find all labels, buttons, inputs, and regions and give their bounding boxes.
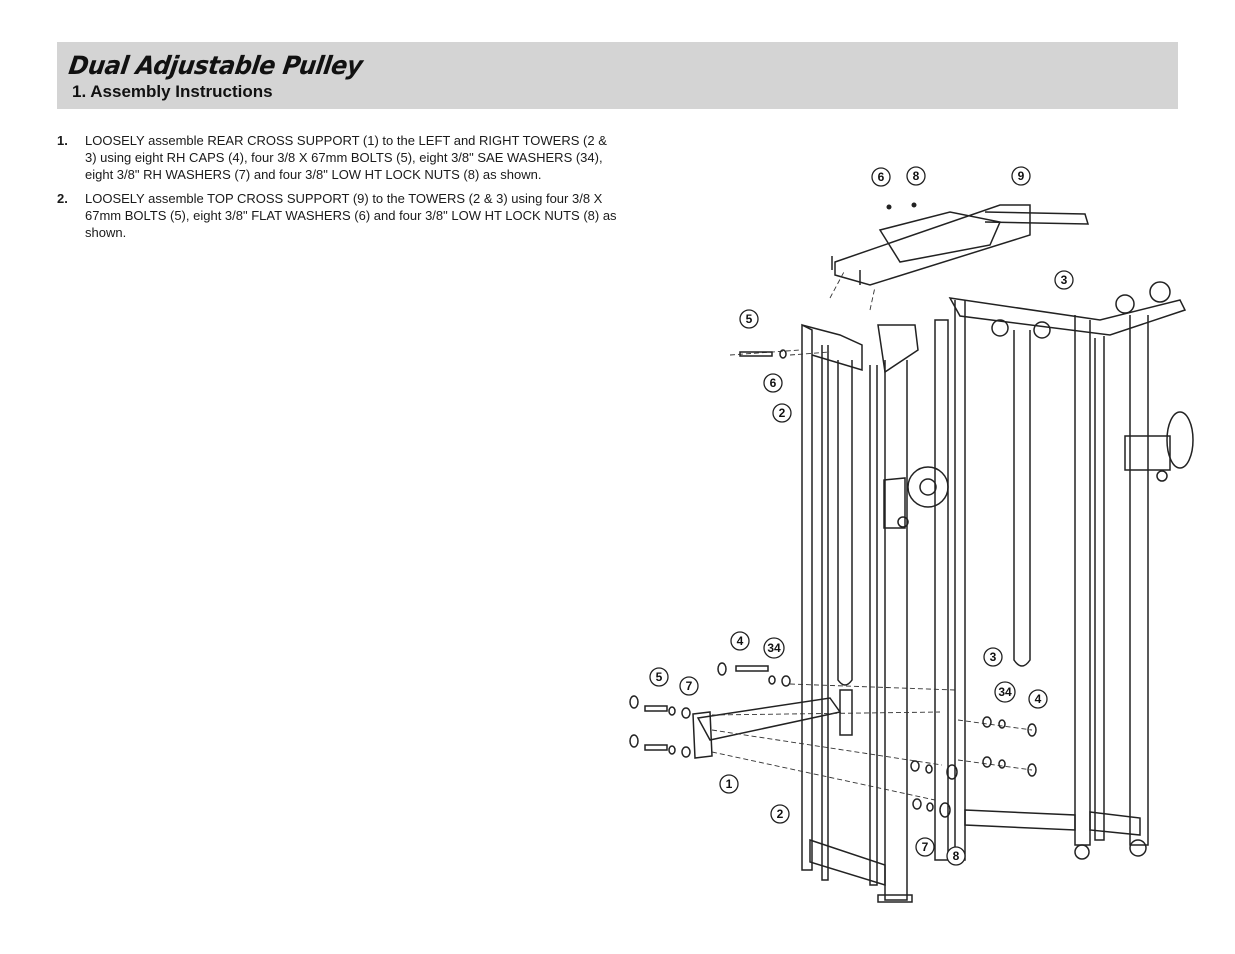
callout-5-lower: 5 — [649, 667, 669, 687]
svg-text:1: 1 — [726, 777, 733, 791]
callout-3-top: 3 — [1054, 270, 1074, 290]
callout-8-right: 8 — [946, 846, 966, 866]
callout-9: 9 — [1011, 166, 1031, 186]
callout-6-left: 6 — [763, 373, 783, 393]
callout-3-lower: 3 — [983, 647, 1003, 667]
svg-text:6: 6 — [770, 376, 777, 390]
assembly-diagram: 6 8 9 3 5 6 2 4 34 5 7 1 3 34 4 2 7 8 — [629, 166, 1194, 903]
svg-text:6: 6 — [878, 170, 885, 184]
svg-text:34: 34 — [767, 641, 781, 655]
step-1: 1. LOOSELY assemble REAR CROSS SUPPORT (… — [57, 132, 622, 183]
hardware-parts — [629, 202, 1037, 818]
step-number: 2. — [57, 191, 68, 206]
svg-text:8: 8 — [953, 849, 960, 863]
callout-34-left: 34 — [763, 637, 785, 659]
assembly-steps: 1. LOOSELY assemble REAR CROSS SUPPORT (… — [57, 132, 622, 248]
callout-7-right: 7 — [915, 837, 935, 857]
svg-text:9: 9 — [1018, 169, 1025, 183]
callout-1: 1 — [719, 774, 739, 794]
left-tower-part — [801, 323, 919, 903]
rear-cross-support-part — [692, 697, 943, 801]
svg-text:2: 2 — [777, 807, 784, 821]
callout-8-top: 8 — [906, 166, 926, 186]
svg-text:4: 4 — [737, 634, 744, 648]
callout-34-right: 34 — [994, 681, 1016, 703]
step-text: LOOSELY assemble TOP CROSS SUPPORT (9) t… — [85, 191, 617, 240]
callout-4-right: 4 — [1028, 689, 1048, 709]
step-number: 1. — [57, 133, 68, 148]
svg-text:8: 8 — [913, 169, 920, 183]
page-header: Dual Adjustable Pulley 1. Assembly Instr… — [57, 42, 1178, 109]
right-tower-part — [934, 281, 1194, 861]
step-2: 2. LOOSELY assemble TOP CROSS SUPPORT (9… — [57, 190, 622, 241]
callout-4-left: 4 — [730, 631, 750, 651]
callout-7-left: 7 — [679, 676, 699, 696]
left-pulley-part — [883, 466, 949, 529]
svg-text:2: 2 — [779, 406, 786, 420]
svg-text:4: 4 — [1035, 692, 1042, 706]
document-title: Dual Adjustable Pulley — [66, 51, 365, 81]
svg-text:34: 34 — [998, 685, 1012, 699]
svg-text:7: 7 — [922, 840, 929, 854]
callout-6-top: 6 — [871, 167, 891, 187]
callout-5-top: 5 — [739, 309, 759, 329]
top-cross-support-part — [829, 204, 1090, 311]
svg-text:7: 7 — [686, 679, 693, 693]
section-title: 1. Assembly Instructions — [72, 82, 273, 101]
svg-text:5: 5 — [656, 670, 663, 684]
svg-text:5: 5 — [746, 312, 753, 326]
svg-text:3: 3 — [1061, 273, 1068, 287]
callout-2-lower: 2 — [770, 804, 790, 824]
svg-text:3: 3 — [990, 650, 997, 664]
callout-2-upper: 2 — [772, 403, 792, 423]
step-text: LOOSELY assemble REAR CROSS SUPPORT (1) … — [85, 133, 607, 182]
